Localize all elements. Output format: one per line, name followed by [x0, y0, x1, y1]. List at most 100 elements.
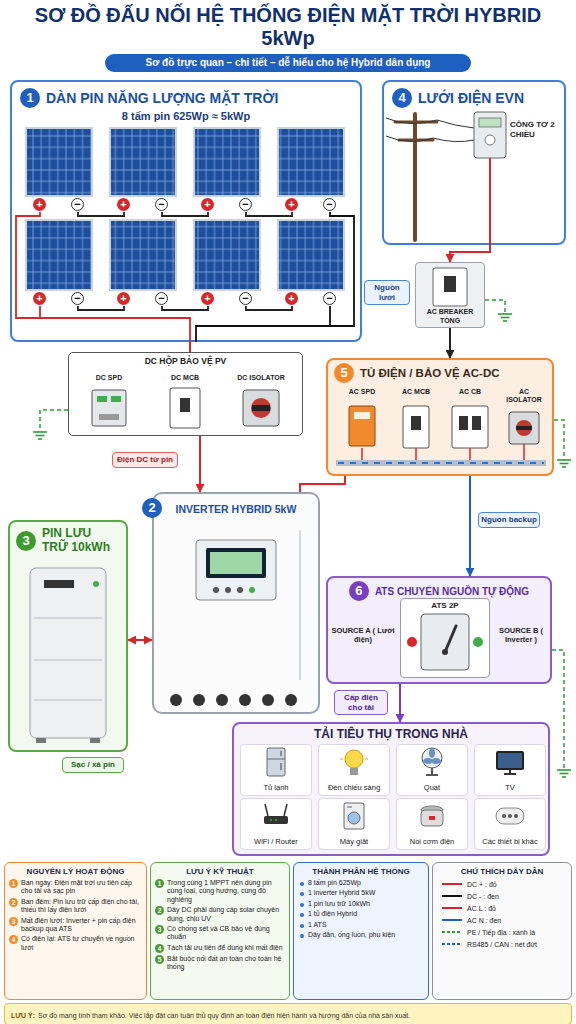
- inverter-display: [237, 587, 243, 593]
- appliance-icon: [350, 768, 358, 775]
- legend-text: DC - : đen: [467, 893, 499, 900]
- solar-panel: [278, 128, 344, 196]
- busbar: [361, 448, 363, 460]
- legend-text: PE / Tiếp địa : xanh lá: [467, 929, 535, 936]
- label-text: TỦ ĐIỆN / BẢO VỆ AC-DC: [360, 367, 500, 379]
- solar-panel: [26, 220, 92, 290]
- appliance-icon: [502, 814, 506, 818]
- appliance-icon: [345, 750, 363, 768]
- isolator-symbol: [251, 398, 271, 418]
- ground-symbol: [557, 460, 571, 467]
- connector: [399, 684, 401, 722]
- plus-terminal: +: [285, 292, 298, 305]
- spd-symbol: [97, 396, 107, 402]
- panel-wire: [78, 212, 292, 310]
- row: 1Ban ngày: Điện mặt trời ưu tiên cấp cho…: [9, 879, 142, 896]
- legend-text: AC L : đỏ: [467, 905, 496, 912]
- edge-label: Cấp điện cho tải: [334, 690, 388, 715]
- appliance-icon: [264, 804, 288, 824]
- appliance-icon: [496, 751, 524, 774]
- spd-symbol: [92, 390, 126, 426]
- panel: 1DÀN PIN NĂNG LƯỢNG MẶT TRỜI8 tấm pin 62…: [10, 80, 362, 342]
- label-text: CÔNG TƠ 2 CHIỀU: [510, 120, 562, 139]
- solar-panel: [110, 220, 176, 290]
- appliance-icon: [498, 753, 522, 768]
- label-text: DC ISOLATOR: [231, 374, 291, 382]
- plus-terminal: +: [33, 292, 46, 305]
- label-text: PIN LƯU TRỮ 10kWh: [42, 527, 116, 555]
- connector: [128, 639, 152, 641]
- list-item: 1 inverter Hybrid 5kW: [308, 889, 375, 897]
- label-text: ATS 2P: [401, 601, 489, 611]
- line-sample: [442, 943, 462, 945]
- isolator-symbol: [252, 405, 270, 411]
- earth-wire: [554, 420, 564, 460]
- row: 4Có điện lại: ATS tự chuyển về nguồn lướ…: [9, 935, 142, 952]
- mcb-symbol: [170, 388, 200, 428]
- label-text: AC SPD: [339, 388, 385, 396]
- appliance-icon: [347, 807, 352, 808]
- appliance-icon: [431, 768, 433, 775]
- earth-wire: [40, 300, 564, 770]
- box-heading: NGUYÊN LÝ HOẠT ĐỘNG: [9, 867, 142, 876]
- power-line: [386, 118, 474, 142]
- meter-symbol: [474, 112, 506, 158]
- battery-tower: [36, 738, 46, 743]
- breaker-symbol: [433, 268, 467, 306]
- busbar: [336, 444, 546, 466]
- battery-tower: [30, 568, 106, 738]
- step-number: 3: [155, 925, 164, 934]
- spd-symbol: [99, 414, 119, 420]
- connector: [469, 476, 471, 576]
- step-number: 1: [9, 879, 18, 888]
- appliance-icon: [344, 803, 364, 829]
- step-number: 2: [155, 906, 164, 915]
- isolator-symbol: [243, 390, 279, 426]
- step-number: 5: [155, 955, 164, 964]
- lgr: RS485 / CAN : nét đứt: [441, 940, 567, 948]
- ac-device-symbol: [516, 420, 532, 436]
- lgr: DC - : đen: [441, 892, 567, 900]
- appliance-icon: [514, 814, 518, 818]
- connector: [300, 476, 345, 492]
- label-text: LƯỚI ĐIỆN EVN: [418, 90, 524, 106]
- minus-terminal: −: [71, 292, 84, 305]
- appliance-icon: [429, 816, 435, 820]
- appliance-icon: [422, 748, 442, 768]
- source-label: SOURCE A ( Lưới điện): [330, 626, 396, 644]
- row: 1 tủ điện Hybrid: [298, 910, 424, 918]
- callout-number: 1: [20, 88, 40, 108]
- ac-device-symbol: [459, 416, 468, 430]
- panel-wire: [16, 212, 354, 342]
- ac-device-symbol: [452, 406, 488, 448]
- earth-wire: [485, 300, 505, 314]
- label-text: Nồi cơm điện: [398, 838, 466, 847]
- ats-switch-symbol: [407, 637, 417, 647]
- row: 2Ban đêm: Pin lưu trữ cấp điện cho tải, …: [9, 898, 142, 915]
- box-heading: LƯU Ý KỸ THUẬT: [155, 867, 285, 876]
- breaker-symbol: [433, 268, 467, 306]
- label-text: DÀN PIN NĂNG LƯỢNG MẶT TRỜI: [46, 90, 278, 106]
- isolator-symbol: [243, 390, 279, 426]
- appliance-icon: [496, 751, 524, 770]
- step-number: 1: [155, 879, 164, 888]
- label-text: TV: [476, 784, 544, 793]
- list-item: 1 tủ điện Hybrid: [308, 910, 357, 918]
- plus-terminal: +: [117, 292, 130, 305]
- row: 2Dây DC phải dùng cáp solar chuyên dụng,…: [155, 906, 285, 923]
- appliance-icon: [496, 808, 524, 824]
- label-text: DC SPD: [79, 374, 139, 382]
- ats-switch-symbol: [442, 649, 448, 655]
- lgr: AC L : đỏ: [441, 904, 567, 912]
- appliance-icon: [264, 748, 524, 829]
- line-sample: [441, 940, 463, 948]
- label-text: DC MCB: [155, 374, 215, 382]
- plus-terminal: +: [201, 198, 214, 211]
- minus-terminal: −: [155, 198, 168, 211]
- lgr: PE / Tiếp địa : xanh lá: [441, 928, 567, 936]
- title: SƠ ĐỒ ĐẤU NỐI HỆ THỐNG ĐIỆN MẶT TRỜI HYB…: [8, 4, 568, 50]
- step-text: Trong cùng 1 MPPT nên dùng pin cùng loại…: [167, 879, 285, 904]
- edge-label: Nguồn backup: [478, 512, 540, 528]
- battery-tower: [90, 738, 100, 743]
